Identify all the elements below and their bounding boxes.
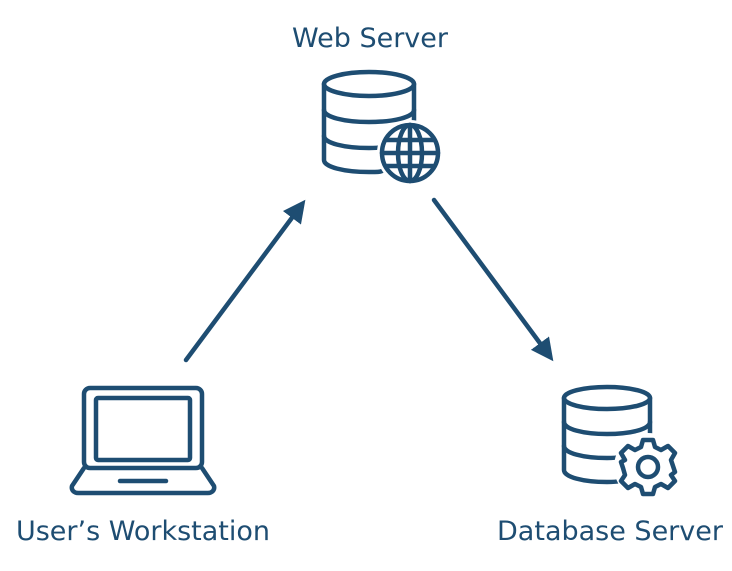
database-globe-icon [321, 69, 443, 186]
database-server-label: Database Server [497, 516, 724, 547]
database-gear-icon [561, 384, 682, 501]
arrow-web-server-to-database-server [431, 197, 554, 362]
laptop-icon [69, 385, 217, 496]
arrow-workstation-to-web-server [183, 199, 306, 363]
workstation-label: User’s Workstation [16, 516, 270, 547]
web-server-label: Web Server [292, 23, 449, 54]
